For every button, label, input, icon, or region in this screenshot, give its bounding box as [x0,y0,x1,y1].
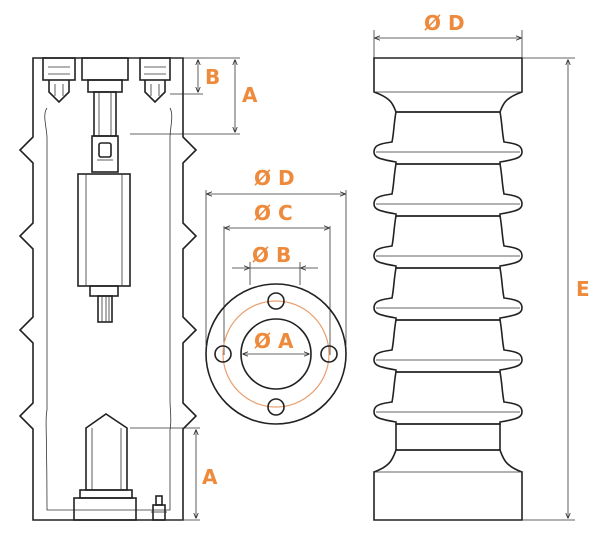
top-left-insert [42,57,76,81]
bolt-circle [222,300,330,408]
body-segment-bottom [395,423,501,451]
bolt-hole-right [320,345,338,363]
shed-6 [373,371,523,425]
shed-1 [373,111,523,165]
bottom-insert [85,413,128,491]
bottom-terminal [152,504,166,521]
label-flange-d: Ø D [254,166,295,190]
label-a-bottom: A [202,465,218,489]
sheds [373,111,523,451]
center-top-insert [81,57,129,81]
label-body-e: E [576,277,590,301]
bottom-cap [373,449,523,521]
shed-4 [373,267,523,321]
label-body-d: Ø D [424,11,465,35]
exterior-view: Ø D E [373,11,590,521]
section-view: B A A [18,57,258,521]
bolt-hole-bottom [267,398,285,416]
flange-bore [240,318,312,390]
bolt-hole-left [214,345,232,363]
top-cap [373,57,523,113]
bolt-hole-top [267,292,285,310]
shed-3 [373,215,523,269]
flange-outer-circle [205,283,347,425]
flange-view: Ø D Ø C Ø B Ø A [205,166,347,425]
label-flange-b: Ø B [252,243,291,267]
label-a-top: A [242,83,258,107]
top-right-insert [139,57,171,81]
label-flange-a: Ø A [254,329,294,353]
label-flange-c: Ø C [254,201,293,225]
shed-5 [373,319,523,373]
label-b: B [205,65,220,89]
shed-2 [373,163,523,217]
section-inner-wall [44,107,173,511]
